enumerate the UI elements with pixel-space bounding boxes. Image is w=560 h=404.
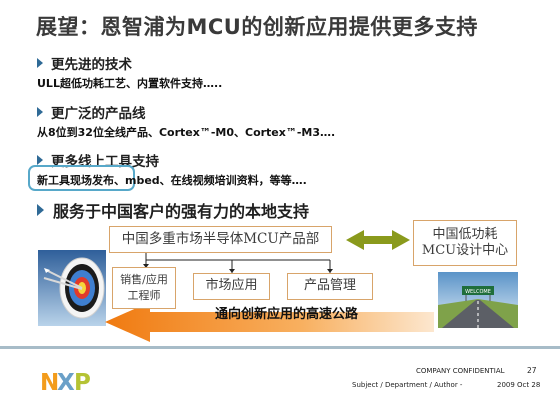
footer-meta: Subject / Department / Author - — [352, 381, 463, 389]
bullet-heading: 更先进的技术 — [51, 57, 132, 73]
product-management-box: 产品管理 — [287, 273, 373, 300]
page-number: 27 — [527, 366, 537, 375]
double-arrow-icon — [346, 230, 410, 250]
china-design-center-box: 中国低功耗 MCU设计中心 — [413, 220, 517, 266]
bullet-detail: 从8位到32位全线产品、Cortex™-M0、Cortex™-M3…. — [37, 126, 336, 139]
section-heading: 服务于中国客户的强有力的本地支持 — [37, 198, 309, 222]
bullet-triangle-icon — [37, 58, 43, 68]
bullet-product-line: 更广泛的产品线 — [37, 102, 146, 122]
svg-text:N: N — [40, 370, 59, 396]
confidential-label: COMPANY CONFIDENTIAL — [416, 367, 505, 375]
highway-icon: WELCOME — [438, 272, 518, 328]
sales-engineer-box: 销售/应用 工程师 — [112, 267, 176, 309]
bullet-heading: 更广泛的产品线 — [51, 106, 146, 122]
svg-text:P: P — [74, 370, 91, 396]
target-icon — [38, 250, 106, 326]
org-connectors — [143, 253, 333, 273]
highlight-frame — [28, 165, 135, 191]
highway-caption: 通向创新应用的高速公路 — [215, 307, 359, 322]
bullet-detail: ULL超低功耗工艺、内置软件支持….. — [37, 77, 223, 90]
bullet-triangle-icon — [37, 155, 43, 165]
nxp-logo: N X P — [40, 370, 91, 396]
marketing-box: 市场应用 — [193, 273, 270, 300]
footer-date: 2009 Oct 28 — [497, 381, 541, 389]
road-arrow-icon — [105, 302, 434, 342]
svg-text:X: X — [57, 370, 75, 396]
mcu-product-division-box: 中国多重市场半导体MCU产品部 — [109, 226, 332, 253]
bullet-triangle-icon — [37, 204, 44, 216]
bullet-triangle-icon — [37, 107, 43, 117]
section-text: 服务于中国客户的强有力的本地支持 — [53, 202, 310, 221]
bullet-technology: 更先进的技术 — [37, 53, 132, 73]
highway-sign-text: WELCOME — [465, 289, 491, 295]
slide-title: 展望：恩智浦为MCU的创新应用提供更多支持 — [36, 15, 478, 39]
footer-divider — [0, 346, 560, 349]
bullet-detail: 新工具现场发布、mbed、在线视频培训资料，等等…. — [37, 174, 307, 187]
